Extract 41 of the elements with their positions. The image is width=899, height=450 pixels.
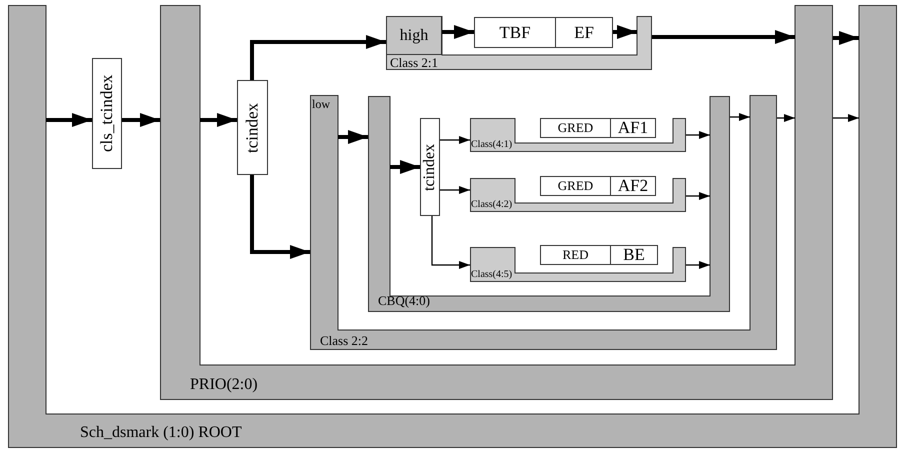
band-label: Class(4:1)	[471, 140, 512, 150]
arrow	[833, 31, 859, 45]
arrow	[686, 261, 710, 269]
arrow	[250, 175, 310, 259]
classifier-box: tcindex	[420, 118, 440, 216]
band-label: Sch_dsmark (1:0) ROOT	[80, 425, 242, 441]
arrow	[833, 114, 859, 122]
arrow	[777, 114, 795, 122]
arrow	[613, 25, 637, 39]
queue-box: RED	[540, 245, 611, 265]
queue-box: BE	[610, 245, 658, 265]
queue-box: GRED	[540, 176, 611, 196]
queue-box: AF1	[610, 118, 656, 138]
queue-box: TBF	[474, 17, 556, 48]
classifier-box: cls_tcindex	[92, 58, 122, 169]
queue-box: EF	[555, 17, 613, 48]
band-label: Class 2:1	[390, 56, 438, 69]
arrow	[250, 35, 386, 80]
queue-box: GRED	[540, 118, 611, 138]
arrow	[122, 113, 160, 127]
arrow	[440, 136, 470, 144]
arrow	[46, 113, 92, 127]
arrow	[440, 186, 470, 194]
band-label: low	[312, 98, 330, 110]
classifier-box: tcindex	[237, 80, 268, 175]
band-label: CBQ(4:0)	[378, 294, 430, 307]
band-label: Class 2:2	[320, 334, 368, 347]
arrow	[686, 192, 710, 200]
band-label: Class(4:2)	[471, 200, 512, 210]
arrow	[200, 113, 237, 127]
arrow	[686, 131, 710, 139]
arrow	[730, 113, 750, 121]
priority-box: high	[386, 16, 442, 55]
arrow	[442, 25, 474, 39]
band-label: Class(4:5)	[471, 270, 512, 280]
arrow	[652, 30, 795, 44]
arrow	[431, 216, 470, 269]
queue-box: AF2	[610, 176, 656, 196]
arrow	[338, 130, 368, 144]
band-label: PRIO(2:0)	[190, 377, 258, 393]
arrow	[390, 160, 420, 174]
